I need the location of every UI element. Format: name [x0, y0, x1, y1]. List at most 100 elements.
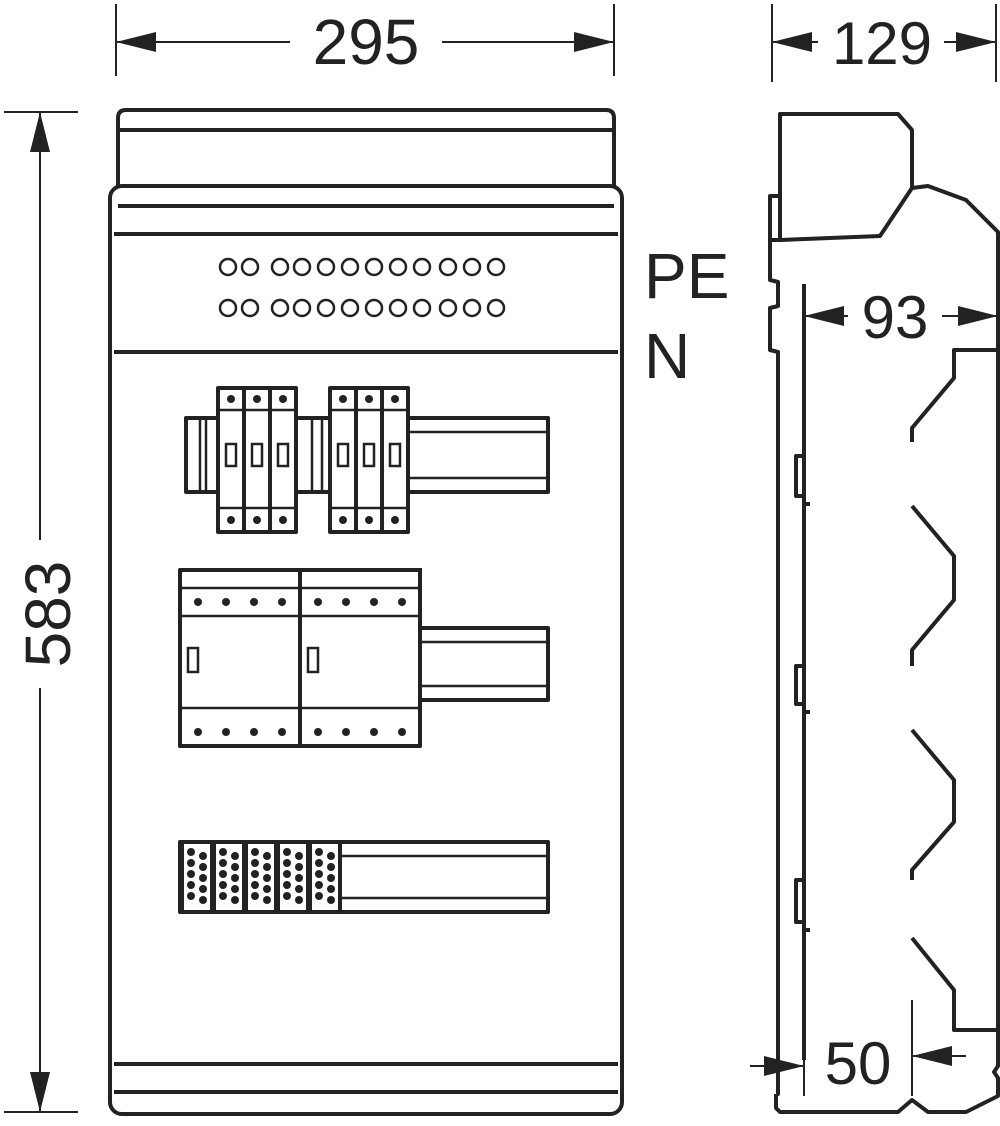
screw-dot: [279, 516, 287, 524]
side-view: [768, 112, 1000, 1114]
terminal-dot: [251, 859, 259, 867]
terminal-dot: [231, 874, 239, 882]
terminal-dot: [219, 859, 227, 867]
screw-dot: [278, 728, 286, 736]
n-terminal-row: [218, 298, 506, 318]
terminal-hole: [316, 257, 336, 277]
rcd-modules: [178, 568, 422, 748]
rail-clip-2: [794, 664, 810, 714]
breaker-modules: [198, 386, 410, 534]
screw-dot: [314, 598, 322, 606]
terminal-hole: [292, 298, 312, 318]
terminal-dot: [327, 863, 335, 871]
plate-profile-mid-1: [910, 504, 956, 666]
terminal-hole: [438, 298, 458, 318]
din-rail-row-2: [178, 568, 550, 748]
din-rail-2: [418, 626, 550, 702]
terminal-dot: [251, 870, 259, 878]
dimension-depth: 129: [771, 4, 997, 82]
dim-bottom-depth-label: 50: [825, 1030, 892, 1097]
terminal-dot: [251, 892, 259, 900]
terminal-hole: [438, 257, 458, 277]
screw-dot: [250, 598, 258, 606]
terminal-dot: [187, 870, 195, 878]
terminal-dot: [263, 852, 271, 860]
arrow-right-icon: [956, 32, 996, 52]
dimension-width: 295: [115, 4, 615, 78]
rail-clip-1: [794, 454, 810, 506]
pe-label: PE: [644, 240, 729, 312]
terminal-dot: [199, 896, 207, 904]
terminal-hole: [240, 257, 260, 277]
dimension-height: 583: [4, 111, 84, 1113]
breaker-toggle-icon: [224, 442, 238, 468]
dim-height-label: 583: [12, 561, 84, 668]
terminal-dot: [295, 896, 303, 904]
screw-dot: [253, 395, 261, 403]
terminal-dot: [283, 848, 291, 856]
screw-dot: [342, 728, 350, 736]
terminal-dot: [283, 859, 291, 867]
terminal-hole: [486, 257, 506, 277]
terminal-hole: [270, 298, 290, 318]
enclosure-body: [108, 184, 624, 1116]
rcd-toggle-icon: [306, 646, 320, 674]
terminal-dot: [315, 881, 323, 889]
terminal-dot: [315, 859, 323, 867]
terminal-dot: [187, 859, 195, 867]
terminal-hole: [340, 257, 360, 277]
terminal-dot: [263, 896, 271, 904]
dim-depth-label: 129: [832, 10, 932, 77]
arrow-right-icon: [958, 306, 998, 326]
terminal-dot: [219, 881, 227, 889]
terminal-dot: [295, 863, 303, 871]
screw-dot: [339, 395, 347, 403]
arrow-right-icon: [764, 1056, 804, 1076]
rcd-toggle-icon: [186, 646, 200, 674]
top-cap: [116, 108, 616, 186]
terminal-dot: [263, 885, 271, 893]
breaker-toggle-icon: [276, 442, 290, 468]
terminal-dot: [199, 885, 207, 893]
dimension-inner-depth: 93: [804, 284, 998, 351]
terminal-dot: [187, 892, 195, 900]
screw-dot: [194, 728, 202, 736]
breaker-toggle-icon: [388, 442, 402, 468]
plate-profile-top: [910, 348, 998, 442]
terminal-hole: [462, 257, 482, 277]
screw-dot: [314, 728, 322, 736]
terminal-hole: [388, 298, 408, 318]
screw-dot: [391, 516, 399, 524]
terminal-block: [244, 840, 278, 914]
arrow-left-icon: [116, 32, 156, 52]
din-rail-row-1: [184, 386, 550, 534]
side-top-cap: [778, 112, 914, 242]
terminal-hole: [292, 257, 312, 277]
terminal-hole: [364, 298, 384, 318]
terminal-block: [276, 840, 310, 914]
terminal-dot: [327, 885, 335, 893]
n-label: N: [644, 320, 690, 392]
terminal-dot: [219, 848, 227, 856]
terminal-dot: [199, 874, 207, 882]
screw-dot: [391, 395, 399, 403]
terminal-dot: [251, 881, 259, 889]
plate-profile-bottom: [910, 936, 998, 1032]
terminal-dot: [251, 848, 259, 856]
screw-dot: [370, 598, 378, 606]
side-outline: [768, 184, 1000, 1114]
screw-dot: [370, 728, 378, 736]
terminal-hole: [218, 257, 238, 277]
dim-width-label: 295: [313, 6, 420, 78]
screw-dot: [194, 598, 202, 606]
terminal-block: [212, 840, 246, 914]
screw-dot: [278, 598, 286, 606]
screw-dot: [339, 516, 347, 524]
terminal-hole: [340, 298, 360, 318]
terminal-hole: [270, 257, 290, 277]
terminal-hole: [240, 298, 260, 318]
screw-dot: [227, 395, 235, 403]
terminal-dot: [327, 852, 335, 860]
dimension-bottom-depth: 50: [750, 1000, 966, 1097]
